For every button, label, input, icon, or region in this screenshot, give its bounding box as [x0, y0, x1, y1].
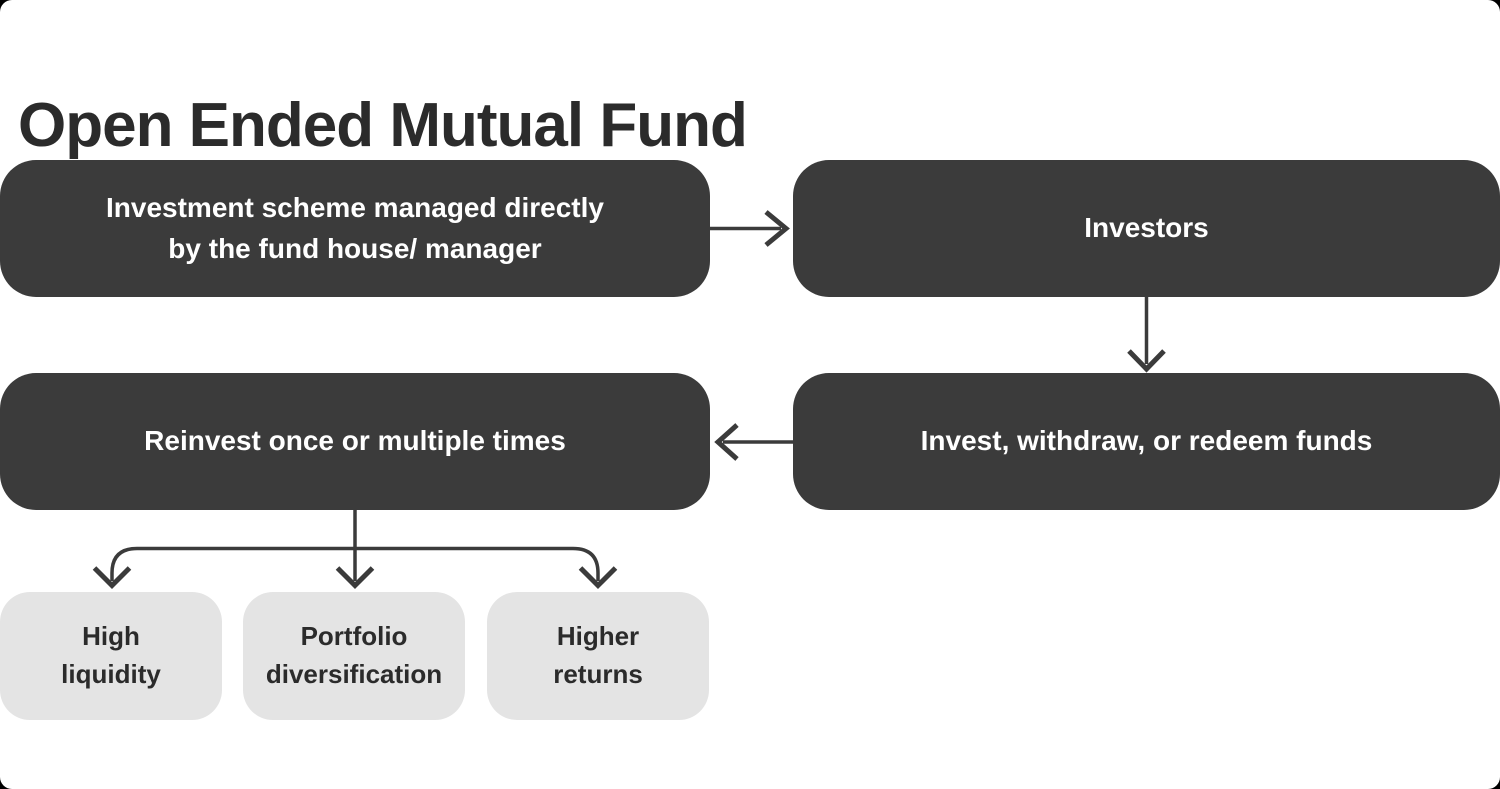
- arrowhead-down-icon: [578, 566, 618, 590]
- node-label: Investment scheme managed directly by th…: [106, 191, 604, 264]
- arrowhead-right-icon: [764, 210, 790, 247]
- node-investors: Investors: [793, 160, 1500, 297]
- arrowhead-down-icon: [1127, 349, 1166, 373]
- arrowhead-down-icon: [335, 566, 375, 590]
- node-label: High liquidity: [61, 621, 161, 689]
- node-label: Higher returns: [553, 621, 643, 689]
- node-higher-returns: Higher returns: [487, 592, 709, 720]
- node-label: Reinvest once or multiple times: [144, 425, 566, 457]
- arrow-actions-to-reinvest: [714, 423, 793, 461]
- arrow-scheme-to-investors: [710, 210, 790, 247]
- arrowhead-left-icon: [714, 423, 739, 461]
- page-title: Open Ended Mutual Fund: [18, 90, 748, 160]
- node-label: Investors: [1084, 212, 1209, 244]
- node-reinvest: Reinvest once or multiple times: [0, 373, 710, 510]
- node-investment-scheme: Investment scheme managed directly by th…: [0, 160, 710, 297]
- node-label: Invest, withdraw, or redeem funds: [920, 425, 1373, 457]
- node-label: Portfolio diversification: [265, 621, 443, 689]
- node-portfolio-diversification: Portfolio diversification: [243, 592, 465, 720]
- arrowhead-down-icon: [92, 566, 132, 590]
- node-high-liquidity: High liquidity: [0, 592, 222, 720]
- branch-reinvest-to-outcomes: [92, 510, 618, 590]
- arrow-investors-to-actions: [1127, 297, 1166, 373]
- node-invest-withdraw-redeem: Invest, withdraw, or redeem funds: [793, 373, 1500, 510]
